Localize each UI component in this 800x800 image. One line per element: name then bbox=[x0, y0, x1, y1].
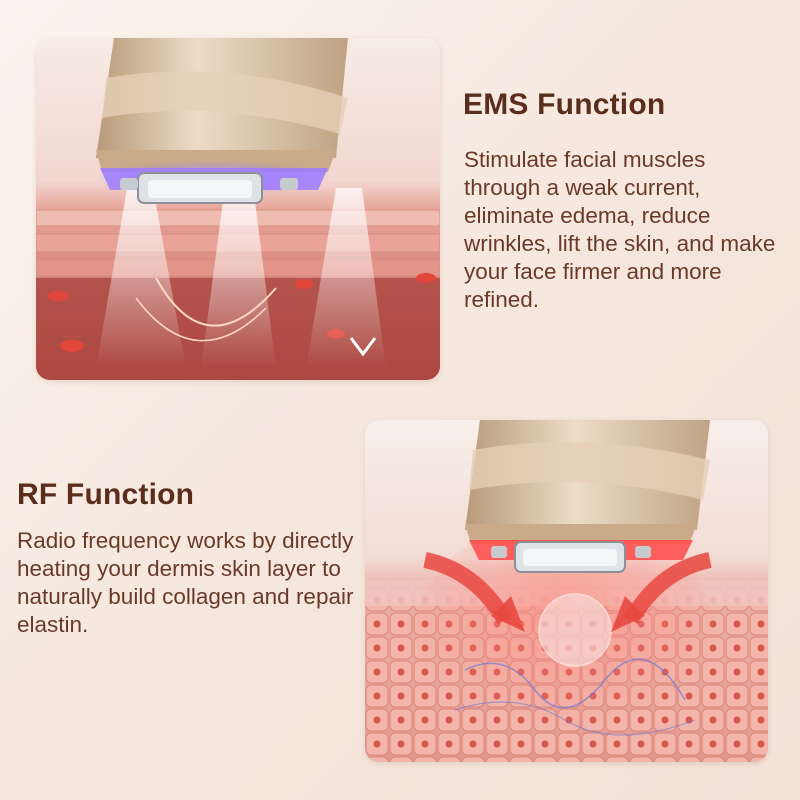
ems-function-description: Stimulate facial muscles through a weak … bbox=[464, 147, 776, 312]
ems-device-skin-illustration bbox=[36, 38, 440, 380]
rf-device-skin-illustration bbox=[365, 420, 768, 762]
ems-illustration bbox=[36, 38, 440, 380]
rf-illustration bbox=[365, 420, 768, 762]
rf-function-description: Radio frequency works by directly heatin… bbox=[17, 528, 354, 637]
ems-function-heading: EMS Function bbox=[463, 88, 666, 121]
rf-function-heading: RF Function bbox=[17, 478, 195, 511]
